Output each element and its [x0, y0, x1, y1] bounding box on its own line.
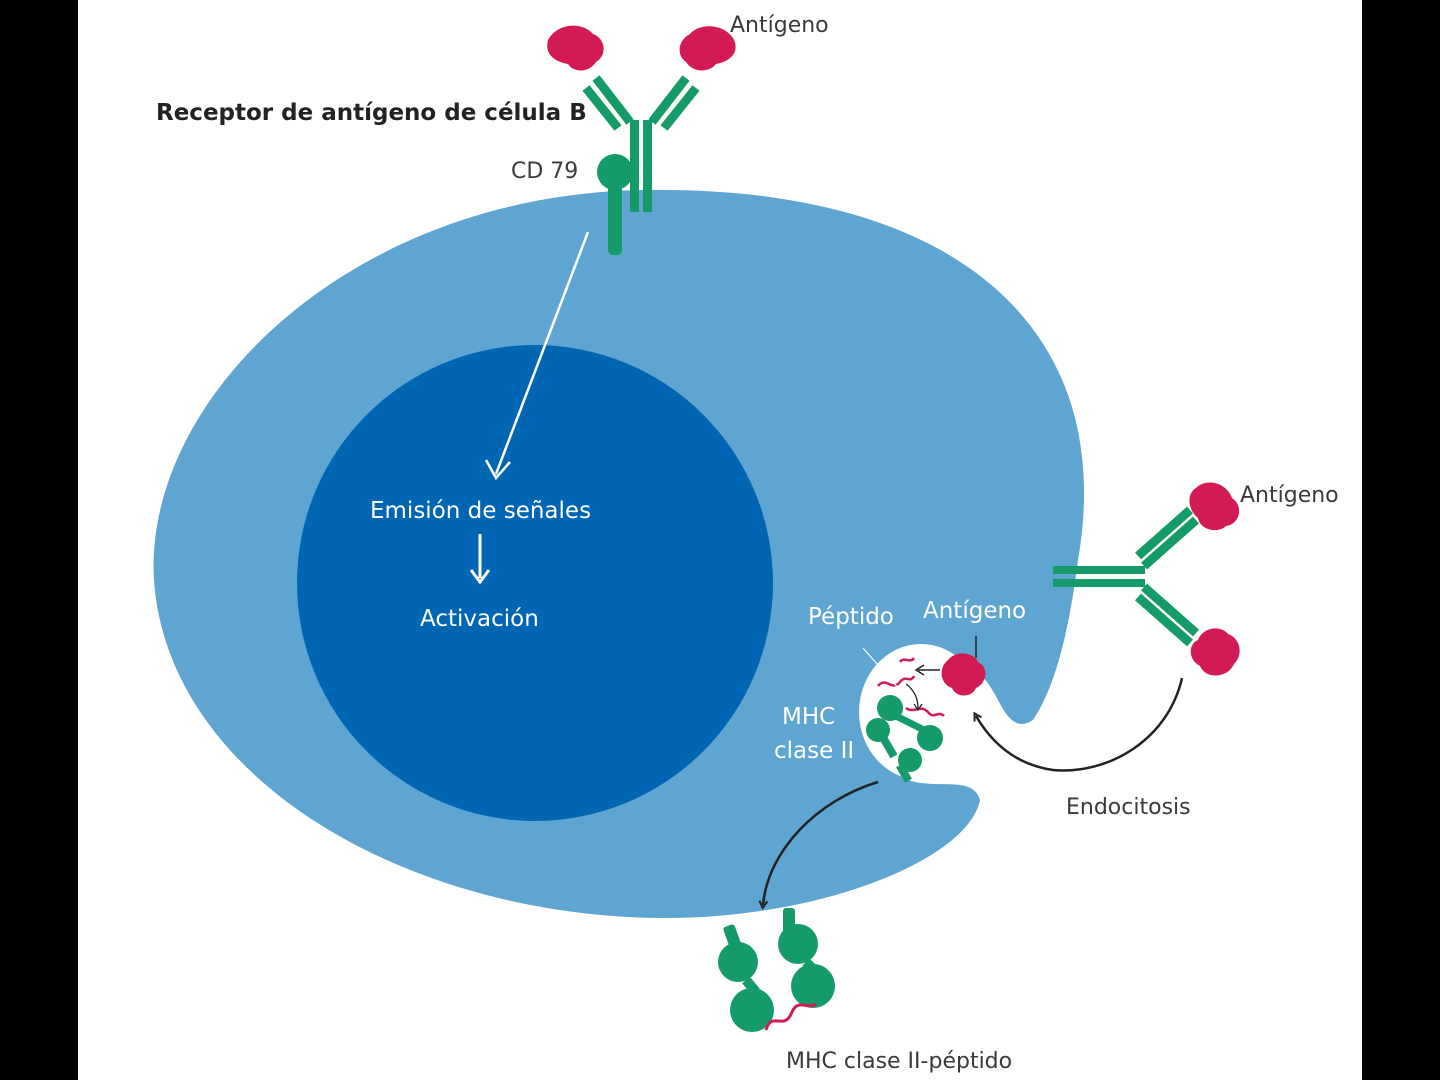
label-mhc-line2: clase II	[774, 738, 854, 764]
mhc-class-ii-vesicle	[866, 695, 943, 783]
label-antigen-top: Antígeno	[730, 13, 829, 38]
label-signal-emission: Emisión de señales	[370, 498, 591, 524]
antigen-top-right	[679, 26, 736, 71]
endocytosis-arrow	[976, 677, 1184, 772]
b-cell-receptor-right	[1053, 506, 1199, 647]
b-cell-antigen-presentation-diagram: Antígeno Receptor de antígeno de célula …	[153, 13, 1339, 1074]
antigen-right-upper	[1189, 482, 1240, 531]
signal-arrow	[484, 231, 590, 481]
label-endocytosis: Endocitosis	[1066, 795, 1191, 820]
nucleus	[297, 345, 773, 821]
antigen-top-left	[547, 25, 604, 71]
diagram-canvas: Antígeno Receptor de antígeno de célula …	[78, 0, 1362, 1080]
label-mhc-peptide: MHC clase II-péptido	[786, 1049, 1012, 1074]
label-peptide: Péptido	[808, 604, 894, 630]
activation-arrow	[469, 534, 491, 585]
antigen-vesicle	[941, 636, 986, 696]
antigen-to-peptide-arrow	[914, 664, 940, 676]
peptide-fragments	[862, 647, 945, 717]
cd79-molecule	[597, 154, 633, 255]
label-b-cell-receptor: Receptor de antígeno de célula B	[156, 100, 587, 126]
label-mhc-line1: MHC	[782, 704, 835, 730]
b-cell-receptor-top	[582, 75, 700, 212]
peptide-loading-arrow	[905, 683, 919, 709]
label-antigen-vesicle: Antígeno	[923, 598, 1026, 624]
mhc-class-ii-peptide-surface	[718, 908, 835, 1032]
antigen-right-lower	[1190, 628, 1240, 676]
label-antigen-right: Antígeno	[1240, 483, 1339, 508]
mhc-transport-arrow	[763, 780, 879, 905]
label-activation: Activación	[420, 606, 539, 632]
label-cd79: CD 79	[511, 159, 578, 184]
